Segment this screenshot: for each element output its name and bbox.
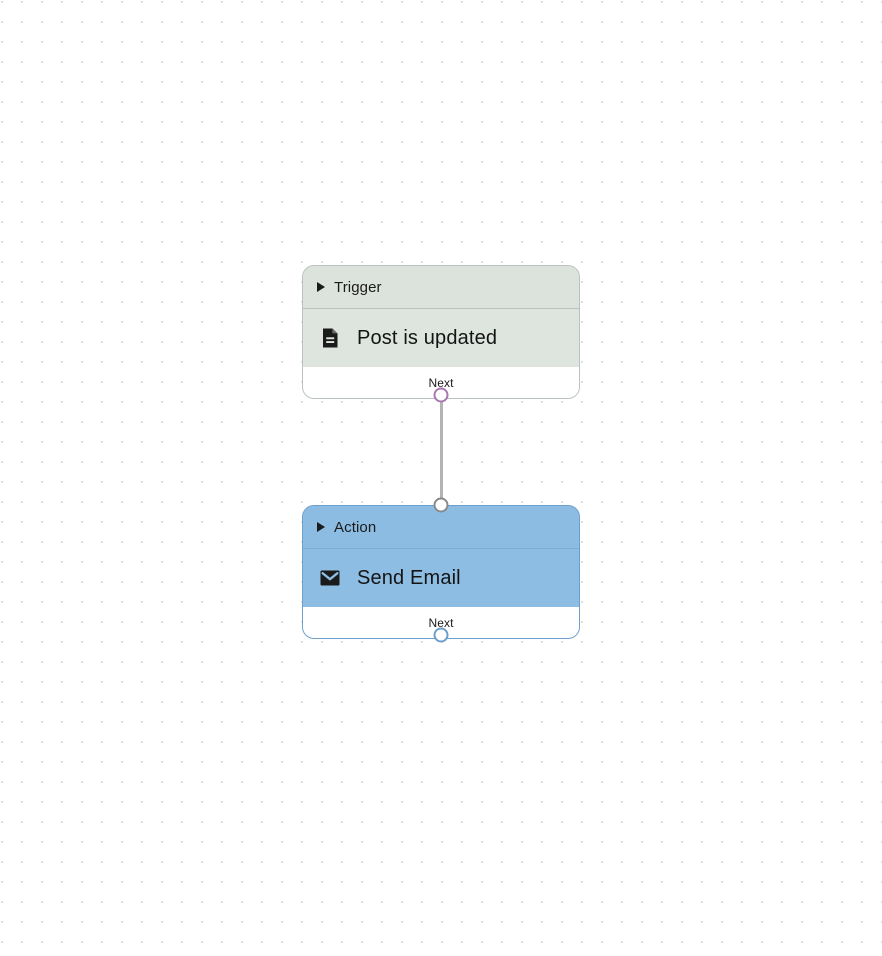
node-action-body-container: Action Send Email Next xyxy=(302,505,580,639)
action-next-handle[interactable] xyxy=(433,627,449,643)
workflow-node-trigger[interactable]: Trigger Post is updated Next xyxy=(302,265,580,403)
node-action-label: Send Email xyxy=(357,566,461,589)
node-action-content[interactable]: Send Email xyxy=(303,549,579,607)
action-target-handle[interactable] xyxy=(433,497,449,513)
node-trigger-next-label: Next xyxy=(428,375,454,390)
node-trigger-header[interactable]: Trigger xyxy=(303,266,579,308)
chevron-right-icon[interactable] xyxy=(317,522,325,532)
node-trigger-body-container: Trigger Post is updated Next xyxy=(302,265,580,399)
trigger-next-handle[interactable] xyxy=(433,387,449,403)
workflow-node-action[interactable]: Action Send Email Next xyxy=(302,497,580,643)
chevron-right-icon[interactable] xyxy=(317,282,325,292)
node-trigger-label: Post is updated xyxy=(357,326,498,349)
node-action-next-label: Next xyxy=(428,615,454,630)
document-icon xyxy=(317,325,343,351)
node-action-header-label: Action xyxy=(334,518,377,536)
node-action-header[interactable]: Action xyxy=(303,506,579,548)
node-trigger-header-label: Trigger xyxy=(334,278,382,296)
envelope-icon xyxy=(317,565,343,591)
node-trigger-divider xyxy=(303,308,579,309)
node-trigger-content[interactable]: Post is updated xyxy=(303,309,579,367)
node-action-divider xyxy=(303,548,579,549)
